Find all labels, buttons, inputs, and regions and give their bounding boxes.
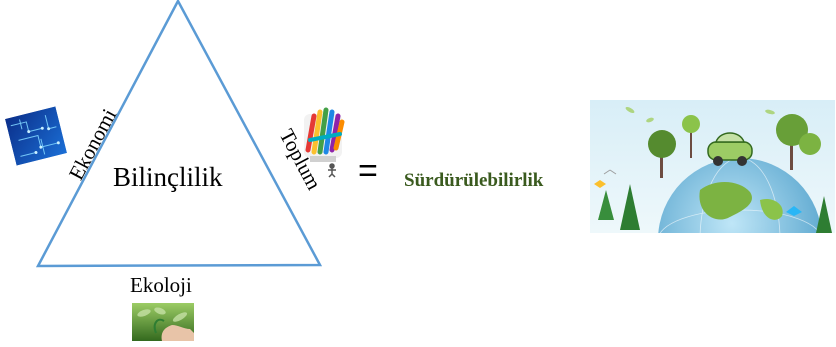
equals-sign: = — [358, 152, 378, 190]
green-earth-car-icon — [590, 100, 835, 233]
digital-circuit-icon — [4, 106, 68, 166]
side-label-ecology: Ekoloji — [130, 273, 192, 297]
green-plant-hand-icon — [132, 303, 194, 341]
colorful-people-hands-icon — [296, 104, 350, 178]
center-label: Bilinçlilik — [113, 162, 223, 192]
sustainability-label: Sürdürülebilirlik — [404, 170, 544, 191]
